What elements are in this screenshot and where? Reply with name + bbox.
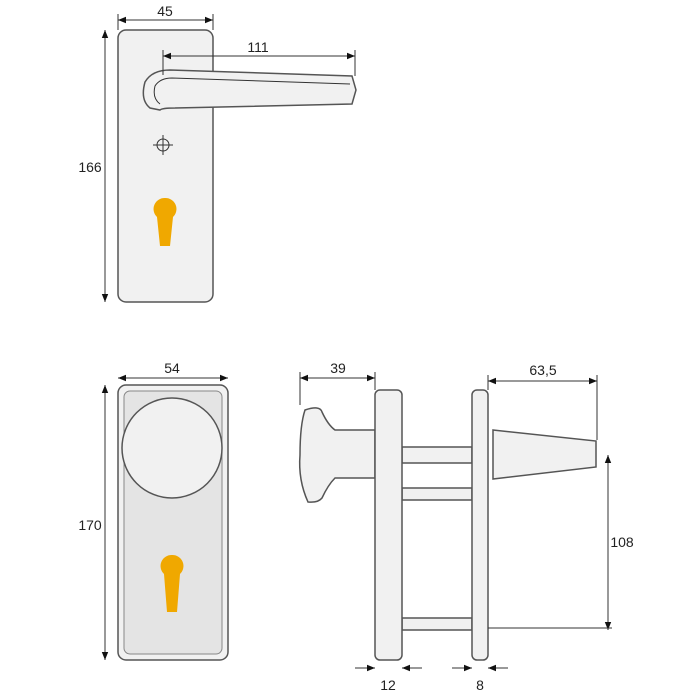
knob-side bbox=[298, 407, 376, 503]
handle-cone bbox=[492, 429, 597, 480]
keyhole-icon bbox=[160, 554, 184, 612]
dim-knob-plate-height: 170 bbox=[78, 517, 102, 533]
lever-handle bbox=[142, 69, 357, 111]
knob bbox=[121, 397, 223, 499]
dim-knob-plate-width: 54 bbox=[164, 360, 180, 376]
dim-lever-plate-width: 45 bbox=[157, 3, 173, 19]
dim-knob-projection: 39 bbox=[330, 360, 346, 376]
knob-plate-view: 54 170 bbox=[78, 360, 229, 661]
keyhole-icon bbox=[153, 197, 177, 246]
side-view: 39 63,5 108 12 8 bbox=[298, 360, 634, 693]
dim-lever-plate-height: 166 bbox=[78, 159, 102, 175]
dim-lever-length: 111 bbox=[247, 39, 268, 55]
lever-plate-view: 45 111 166 bbox=[78, 3, 357, 303]
dim-handle-height-offset: 108 bbox=[610, 534, 634, 550]
dim-plate-thickness-outer: 12 bbox=[380, 677, 396, 693]
dim-plate-thickness-inner: 8 bbox=[476, 677, 484, 693]
crosshair-icon bbox=[153, 135, 173, 155]
dim-handle-projection: 63,5 bbox=[529, 362, 556, 378]
